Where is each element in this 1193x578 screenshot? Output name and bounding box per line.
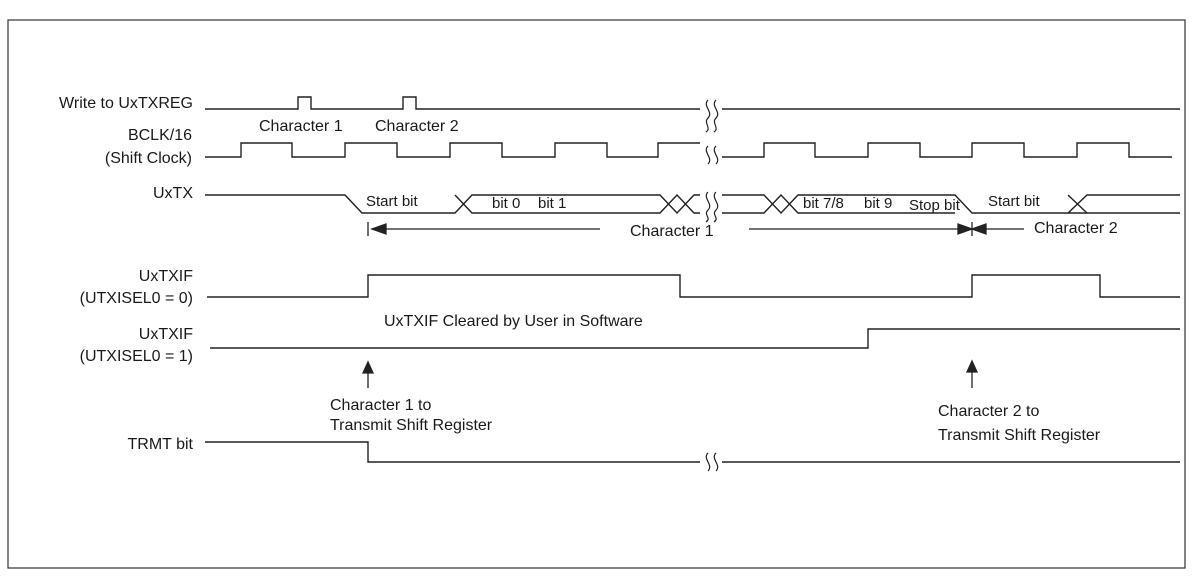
label-write-to-uxtxreg: Write to UxTXREG xyxy=(59,95,193,112)
annotation-char1-to-tsr-line1: Character 1 to xyxy=(330,397,431,414)
label-uxtx: UxTX xyxy=(153,185,193,202)
annotation-character-1-span: Character 1 xyxy=(630,223,714,240)
annotation-bit-9: bit 9 xyxy=(864,195,892,212)
annotation-char2-to-tsr-line2: Transmit Shift Register xyxy=(938,427,1101,444)
annotation-bit-0: bit 0 xyxy=(492,195,520,212)
annotation-stop-bit: Stop bit xyxy=(909,197,961,214)
annotation-character-2-write: Character 2 xyxy=(375,118,459,135)
write-uxtxreg-waveform xyxy=(205,96,1180,110)
break-marks xyxy=(705,99,719,472)
character-span-arrows xyxy=(367,222,1024,236)
annotation-bit-1: bit 1 xyxy=(538,195,566,212)
annotation-cleared-by-user: UxTXIF Cleared by User in Software xyxy=(384,313,643,330)
label-utxisel0-0: (UTXISEL0 = 0) xyxy=(80,290,193,307)
label-shift-clock: (Shift Clock) xyxy=(105,150,192,167)
annotation-character-1-write: Character 1 xyxy=(259,118,343,135)
bclk-waveform xyxy=(205,142,1172,158)
annotation-char2-to-tsr-line1: Character 2 to xyxy=(938,403,1039,420)
uxtxif-utxisel0-0-waveform xyxy=(207,274,1180,298)
label-uxtxif-1: UxTXIF xyxy=(139,326,193,343)
annotation-char1-to-tsr-line2: Transmit Shift Register xyxy=(330,417,493,434)
label-uxtxif-0: UxTXIF xyxy=(139,268,193,285)
annotation-character-2-span: Character 2 xyxy=(1034,220,1118,237)
annotation-start-bit-2: Start bit xyxy=(988,193,1041,210)
uxtx-waveform xyxy=(205,193,1180,215)
up-arrows xyxy=(361,359,979,388)
label-utxisel0-1: (UTXISEL0 = 1) xyxy=(80,348,193,365)
annotation-bit-7-8: bit 7/8 xyxy=(803,195,844,212)
annotation-start-bit-1: Start bit xyxy=(366,193,419,210)
diagram-frame xyxy=(7,19,1186,569)
uxtxif-utxisel0-1-waveform xyxy=(210,328,1180,349)
trmt-bit-waveform xyxy=(205,441,1180,463)
label-bclk: BCLK/16 xyxy=(128,127,192,144)
label-trmt-bit: TRMT bit xyxy=(128,436,194,453)
